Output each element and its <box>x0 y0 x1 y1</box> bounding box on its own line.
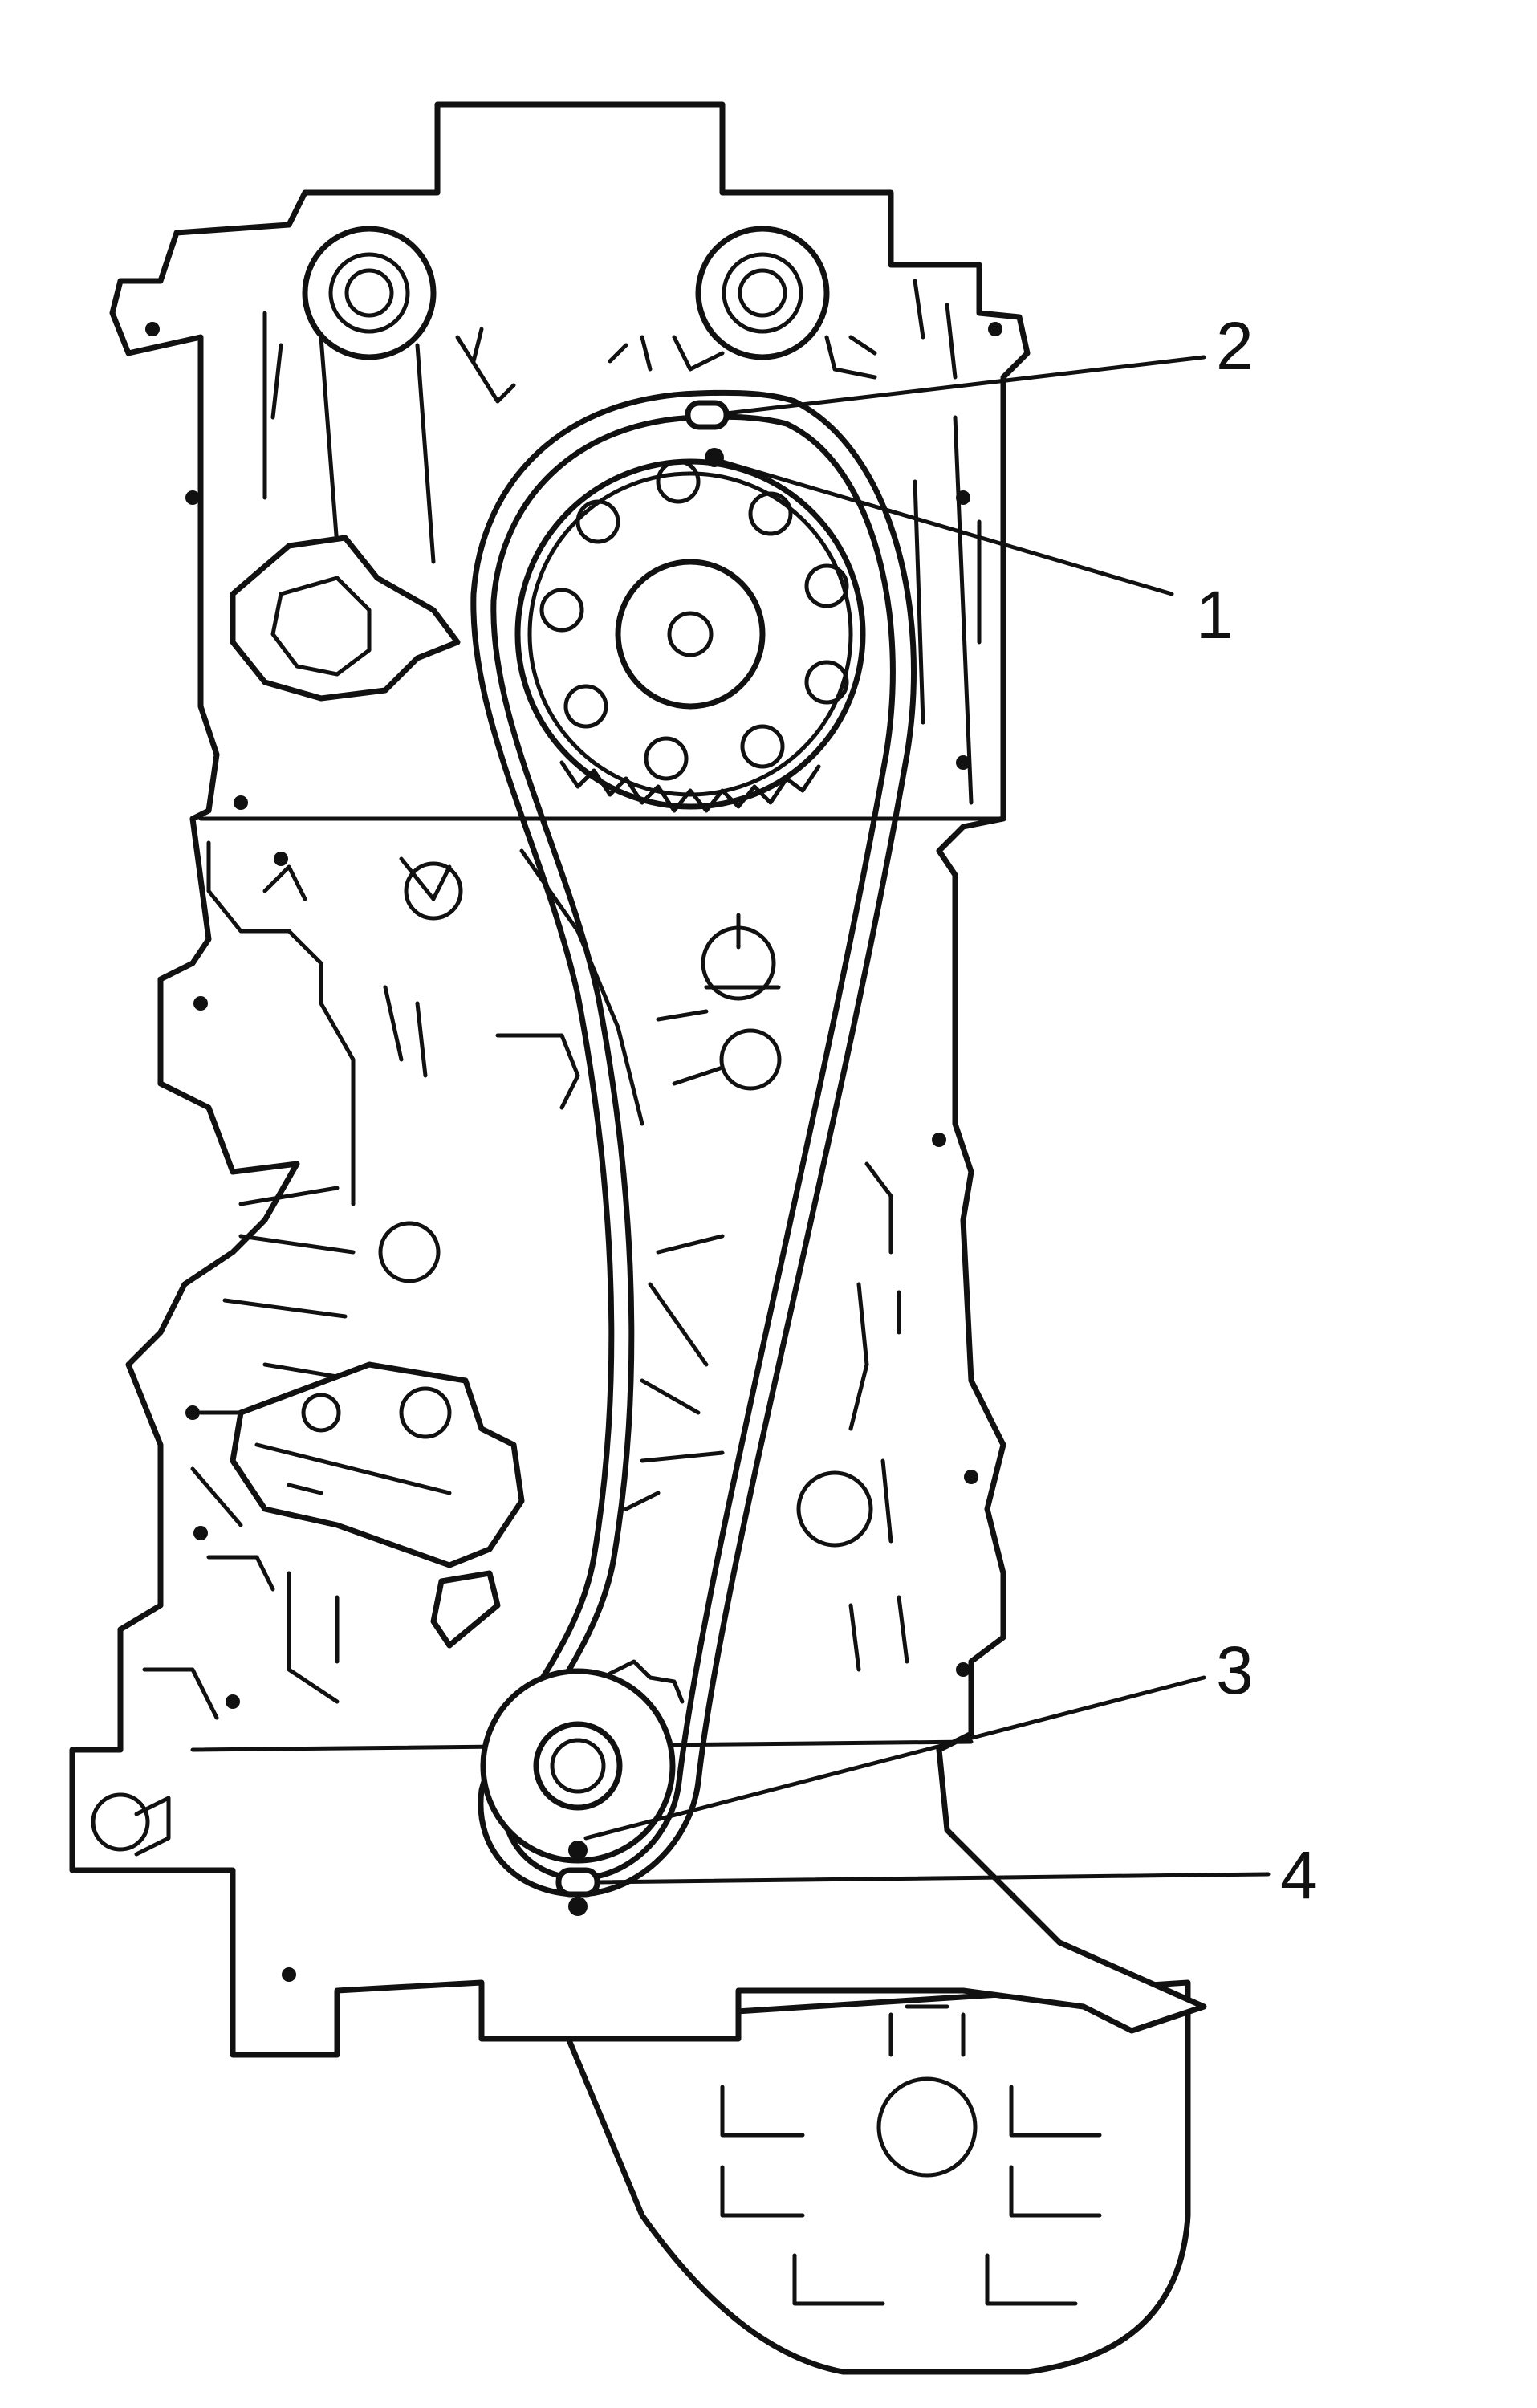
callout-2: 2 <box>1216 308 1254 384</box>
chain-mark-lower <box>555 1867 600 1898</box>
leader-line-3 <box>583 1675 1206 1841</box>
leader-lines <box>583 355 1271 1885</box>
callout-3: 3 <box>1216 1633 1254 1708</box>
callouts: 1 2 3 4 <box>1196 308 1318 1913</box>
engine-block <box>69 101 1207 2058</box>
callout-1: 1 <box>1196 577 1234 653</box>
leader-line-4 <box>596 1872 1271 1885</box>
oil-pan <box>559 1979 1191 2375</box>
crankshaft-sprocket <box>480 1659 685 1916</box>
timing-chain <box>470 389 917 1898</box>
chain-mark-upper <box>685 400 730 430</box>
camshaft-sprocket <box>514 448 866 813</box>
leader-line-1 <box>720 459 1174 596</box>
leader-line-2 <box>724 355 1206 416</box>
callout-4: 4 <box>1280 1837 1318 1913</box>
